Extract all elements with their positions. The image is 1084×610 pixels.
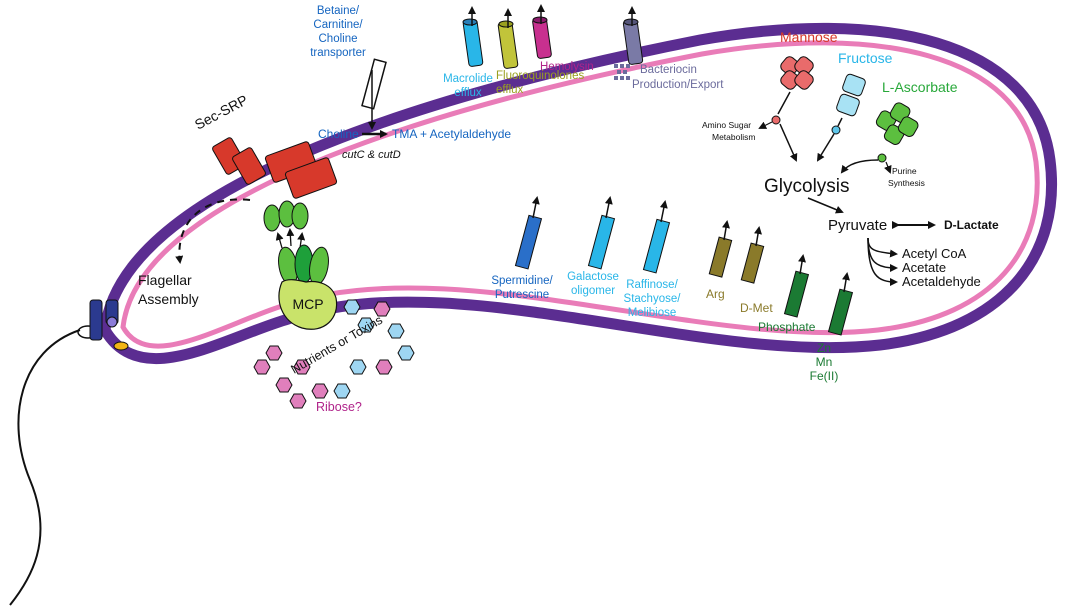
ascorbate-label: L-Ascorbate [882,79,958,95]
arg-transporter: Arg [706,220,733,301]
glycolysis-label: Glycolysis [764,176,850,197]
metal-transporter: Zn Mn Fe(II) [810,272,854,383]
bacteriocin-label-1: Bacteriocin [640,64,697,76]
spermidine-label-1: Spermidine/ [491,275,553,287]
raffinose-label-2: Stachyose/ [624,293,682,305]
amino-sugar-label-1: Amino Sugar [702,120,751,130]
amino-sugar-label-2: Metabolism [712,132,755,142]
hemolysin-label: Hemolysin [540,61,594,73]
mcp-receptor: MCP [263,200,338,330]
sec-srp-label: Sec-SRP [192,91,250,132]
raffinose-transporter: Raffinose/ Stachyose/ Melibiose [624,200,682,319]
flagellar-label-1: Flagellar [138,272,192,288]
metal-label-fe: Fe(II) [810,369,839,383]
flagellar-assembly: Flagellar Assembly [138,198,251,307]
mcp-body [278,279,338,330]
tma-label: TMA + Acetylaldehyde [392,127,511,141]
mannose-label: Mannose [780,29,838,45]
galactose-label-1: Galactose [567,271,619,283]
bacteriocin-dots-icon [614,64,630,80]
betaine-transporter: Betaine/ Carnitine/ Choline transporter … [310,5,511,161]
bacteriocin-transporter: Bacteriocin Production/Export [614,6,724,91]
fructose-transporter: Fructose [816,50,893,162]
fluoroquinolones-label-2: efflux [496,84,524,96]
hemolysin-transporter: Hemolysin [532,4,594,73]
ascorbate-transporter: L-Ascorbate Purine Synthesis [840,79,958,188]
product-acetylcoa: Acetyl CoA [902,246,967,261]
mannose-transporter: Mannose Amino Sugar Metabolism [702,29,838,162]
phosphate-transporter: Phosphate [758,254,816,334]
flagellar-label-2: Assembly [138,291,199,307]
dmet-label: D-Met [740,301,773,315]
raffinose-label-3: Melibiose [628,307,677,319]
choline-label: Choline [318,127,359,141]
fructose-label: Fructose [838,50,893,66]
ribose-label: Ribose? [316,400,362,414]
spermidine-transporter: Spermidine/ Putrescine [491,196,553,301]
product-acetate: Acetate [902,260,946,275]
spermidine-label-2: Putrescine [495,289,549,301]
dlactate-label: D-Lactate [944,218,999,232]
assembly-arrow [175,198,251,264]
product-acetaldehyde: Acetaldehyde [902,274,981,289]
mcp-label: MCP [292,296,323,312]
arg-label: Arg [706,287,725,301]
metal-label-mn: Mn [816,355,833,369]
betaine-label-4: transporter [310,47,366,59]
macrolide-label-2: efflux [454,87,482,99]
betaine-label-3: Choline [319,33,358,45]
macrolide-efflux: Macrolide efflux [443,6,493,99]
raffinose-label-1: Raffinose/ [626,279,678,291]
purine-label-2: Synthesis [888,178,925,188]
fluoroquinolones-efflux: Fluoroquinolones efflux [496,8,584,96]
central-metabolism: Glycolysis Pyruvate D-Lactate Acetyl CoA… [764,176,999,289]
betaine-channel [361,58,387,110]
flagellar-motor [89,299,103,341]
cut-genes-label: cutC & cutD [342,149,401,161]
flagellum [9,299,129,606]
macrolide-label-1: Macrolide [443,73,493,85]
betaine-label-1: Betaine/ [317,5,360,17]
pyruvate-label: Pyruvate [828,217,887,234]
phosphate-label: Phosphate [758,320,816,334]
betaine-label-2: Carnitine/ [313,19,363,31]
galactose-label-2: oligomer [571,285,615,297]
purine-label-1: Purine [892,166,917,176]
galactose-transporter: Galactose oligomer [567,196,619,297]
metal-label-zn: Zn [817,341,831,355]
fluoroquinolones-label-1: Fluoroquinolones [496,70,584,82]
bacteriocin-label-2: Production/Export [632,79,724,91]
dmet-transporter: D-Met [740,226,773,315]
